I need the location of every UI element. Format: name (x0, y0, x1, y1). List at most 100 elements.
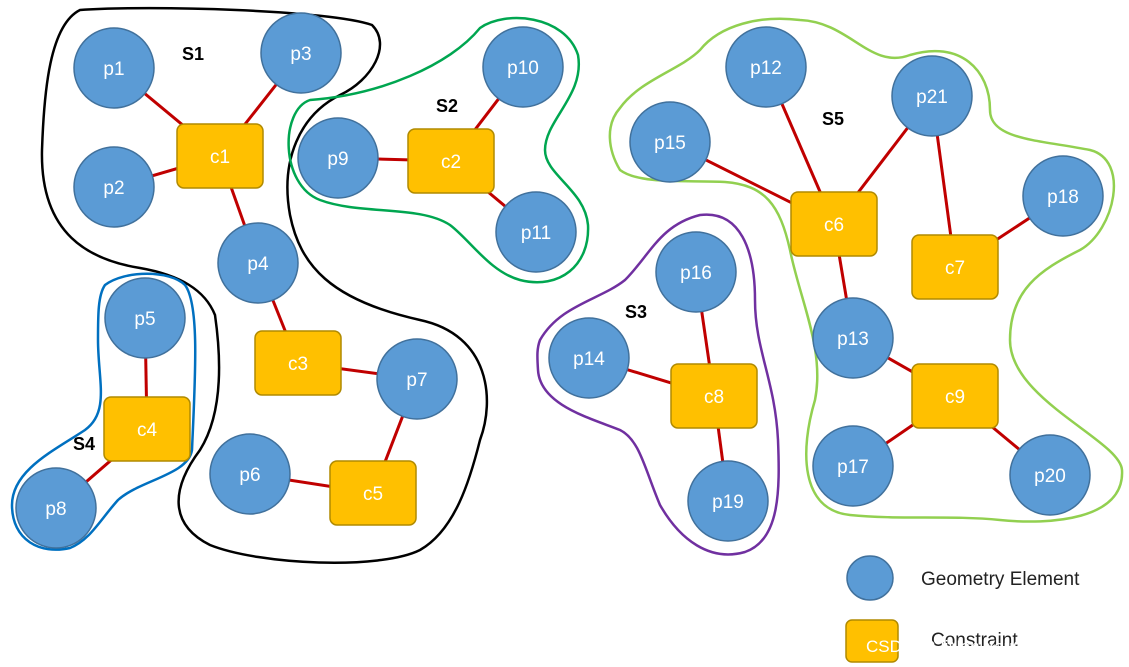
geometry-element-p10: p10 (482, 26, 564, 108)
set-label-s3: S3 (625, 302, 647, 322)
watermark: CSDN @JiNan.YouQuan.Soft (866, 637, 1090, 656)
geometry-element-label: p17 (837, 457, 869, 478)
set-outline-s4 (10, 272, 197, 551)
geometry-element-label: p4 (247, 254, 269, 275)
geometry-element-label: p13 (837, 329, 869, 350)
geometry-element-p1: p1 (73, 27, 155, 109)
constraint-label: c9 (945, 387, 965, 408)
geometry-element-label: p21 (916, 87, 948, 108)
constraint-c5: c5 (329, 460, 417, 526)
set-outline-s3 (536, 213, 780, 556)
geometry-element-p2: p2 (73, 146, 155, 228)
constraint-label: c6 (824, 215, 844, 236)
geometry-element-label: p9 (327, 149, 348, 170)
geometry-element-circle (1009, 434, 1091, 516)
legend: Geometry Element Constraint (845, 555, 1080, 663)
constraint-label: c5 (363, 484, 383, 505)
geometry-element-circle (687, 460, 769, 542)
geometry-element-circle (495, 191, 577, 273)
geometry-element-p14: p14 (548, 317, 630, 399)
geometry-element-label: p14 (573, 349, 605, 370)
geometry-element-circle (655, 231, 737, 313)
geometry-element-p21: p21 (891, 55, 973, 137)
constraint-c6: c6 (790, 191, 878, 257)
geometry-element-circle (73, 27, 155, 109)
constraint-c3: c3 (254, 330, 342, 396)
geometry-element-p5: p5 (104, 277, 186, 359)
geometry-element-circle (482, 26, 564, 108)
geometry-element-p20: p20 (1009, 434, 1091, 516)
geometry-element-p19: p19 (687, 460, 769, 542)
geometry-element-label: p15 (654, 133, 686, 154)
constraint-box (329, 460, 417, 526)
geometry-element-p4: p4 (217, 222, 299, 304)
geometry-element-p11: p11 (495, 191, 577, 273)
constraint-label: c3 (288, 354, 308, 375)
geometry-element-label: p5 (134, 309, 155, 330)
geometry-element-p6: p6 (209, 433, 291, 515)
constraint-label: c1 (210, 147, 230, 168)
geometry-element-circle (891, 55, 973, 137)
constraint-label: c8 (704, 387, 724, 408)
geometry-element-circle (209, 433, 291, 515)
geometry-element-label: p10 (507, 58, 539, 79)
constraint-c2: c2 (407, 128, 495, 194)
constraint-box (911, 363, 999, 429)
geometry-element-label: p19 (712, 492, 744, 513)
constraint-c1: c1 (176, 123, 264, 189)
constraint-c7: c7 (911, 234, 999, 300)
geometry-element-circle (73, 146, 155, 228)
geometry-element-label: p12 (750, 58, 782, 79)
constraint-c4: c4 (103, 396, 191, 462)
geometry-element-circle (725, 26, 807, 108)
geometry-element-label: p6 (239, 465, 260, 486)
geometry-element-circle (548, 317, 630, 399)
geometry-element-label: p16 (680, 263, 712, 284)
constraint-box (407, 128, 495, 194)
geometry-element-label: p1 (103, 59, 124, 80)
geometry-element-p8: p8 (15, 467, 97, 549)
constraint-label: c7 (945, 258, 965, 279)
geometry-element-p15: p15 (629, 101, 711, 183)
constraint-box (103, 396, 191, 462)
constraint-c8: c8 (670, 363, 758, 429)
geometry-element-p3: p3 (260, 12, 342, 94)
geometry-element-p9: p9 (297, 117, 379, 199)
set-outline-s1 (40, 6, 489, 564)
geometry-element-circle (812, 425, 894, 507)
set-label-s4: S4 (73, 434, 95, 454)
geometry-element-circle (812, 297, 894, 379)
geometry-element-circle (15, 467, 97, 549)
geometry-element-p7: p7 (376, 338, 458, 420)
geometry-element-label: p18 (1047, 187, 1079, 208)
geometry-element-circle (217, 222, 299, 304)
set-outline-s5 (608, 17, 1124, 523)
geometry-element-p13: p13 (812, 297, 894, 379)
geometry-element-label: p3 (290, 44, 311, 65)
geometry-element-p17: p17 (812, 425, 894, 507)
set-label-s1: S1 (182, 44, 204, 64)
geometry-element-p12: p12 (725, 26, 807, 108)
geometry-element-circle (376, 338, 458, 420)
set-label-s2: S2 (436, 96, 458, 116)
constraint-box (790, 191, 878, 257)
legend-element-label: Geometry Element (921, 569, 1080, 590)
legend-element-swatch (846, 555, 894, 601)
constraint-c9: c9 (911, 363, 999, 429)
geometry-element-label: p20 (1034, 466, 1066, 487)
geometry-element-circle (104, 277, 186, 359)
geometry-element-circle (1022, 155, 1104, 237)
geometry-element-p18: p18 (1022, 155, 1104, 237)
set-label-s5: S5 (822, 109, 844, 129)
legend-constraint-label: Constraint (931, 630, 1018, 651)
geometry-element-label: p8 (45, 499, 66, 520)
legend-constraint-swatch (845, 619, 899, 663)
geometry-element-p16: p16 (655, 231, 737, 313)
geometry-element-label: p7 (406, 370, 427, 391)
constraint-box (176, 123, 264, 189)
constraint-box (911, 234, 999, 300)
constraint-label: c4 (137, 420, 158, 441)
constraint-box (670, 363, 758, 429)
geometry-element-circle (260, 12, 342, 94)
